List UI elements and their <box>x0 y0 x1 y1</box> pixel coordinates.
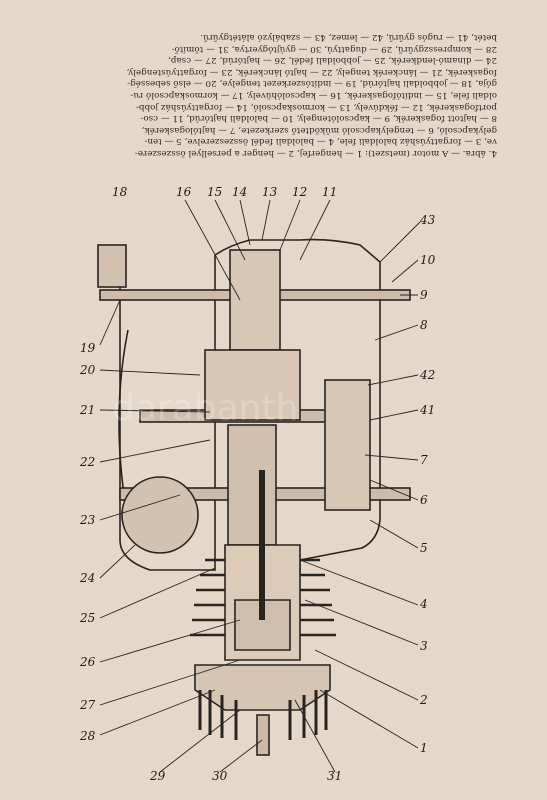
label-2: 2 <box>419 693 428 707</box>
label-27: 27 <box>79 698 96 712</box>
label-42: 42 <box>419 368 435 382</box>
label-26: 26 <box>79 655 96 669</box>
label-23: 23 <box>79 513 96 527</box>
label-22: 22 <box>79 455 95 469</box>
watermark: darabanth <box>112 388 298 429</box>
label-21: 21 <box>79 403 95 417</box>
label-18: 18 <box>112 185 128 199</box>
piston <box>234 599 291 651</box>
label-5: 5 <box>420 541 428 555</box>
label-41: 41 <box>419 403 435 417</box>
label-1: 1 <box>420 741 428 755</box>
leader-lines <box>99 199 421 773</box>
label-28: 28 <box>79 729 96 743</box>
crank-web <box>227 424 277 546</box>
starter-housing <box>97 244 127 288</box>
label-3: 3 <box>420 639 428 653</box>
label-19: 19 <box>80 341 96 355</box>
label-7: 7 <box>420 453 428 467</box>
cylinder-fins <box>190 558 336 637</box>
label-30: 30 <box>212 769 228 783</box>
label-43: 43 <box>419 213 436 227</box>
label-20: 20 <box>79 363 96 377</box>
label-11: 11 <box>322 185 337 199</box>
clutch-pack <box>324 379 371 511</box>
label-4: 4 <box>419 597 428 611</box>
gear-stack-mid <box>204 349 301 421</box>
crankcase-outline <box>119 238 381 575</box>
cylinder-head <box>194 664 331 711</box>
spark-plug <box>256 714 270 756</box>
label-16: 16 <box>176 185 192 199</box>
label-13: 13 <box>262 185 278 199</box>
label-10: 10 <box>420 253 436 267</box>
dynamo-flywheel <box>121 476 199 554</box>
cooling-fins <box>198 690 328 740</box>
label-29: 29 <box>149 769 166 783</box>
label-31: 31 <box>327 769 342 783</box>
label-24: 24 <box>79 571 95 585</box>
label-25: 25 <box>79 611 95 625</box>
label-12: 12 <box>292 185 307 199</box>
label-9: 9 <box>420 288 428 302</box>
gear-stack-upper <box>229 249 281 351</box>
label-6: 6 <box>420 493 428 507</box>
label-15: 15 <box>207 185 222 199</box>
label-8: 8 <box>420 318 428 332</box>
label-14: 14 <box>232 185 247 199</box>
